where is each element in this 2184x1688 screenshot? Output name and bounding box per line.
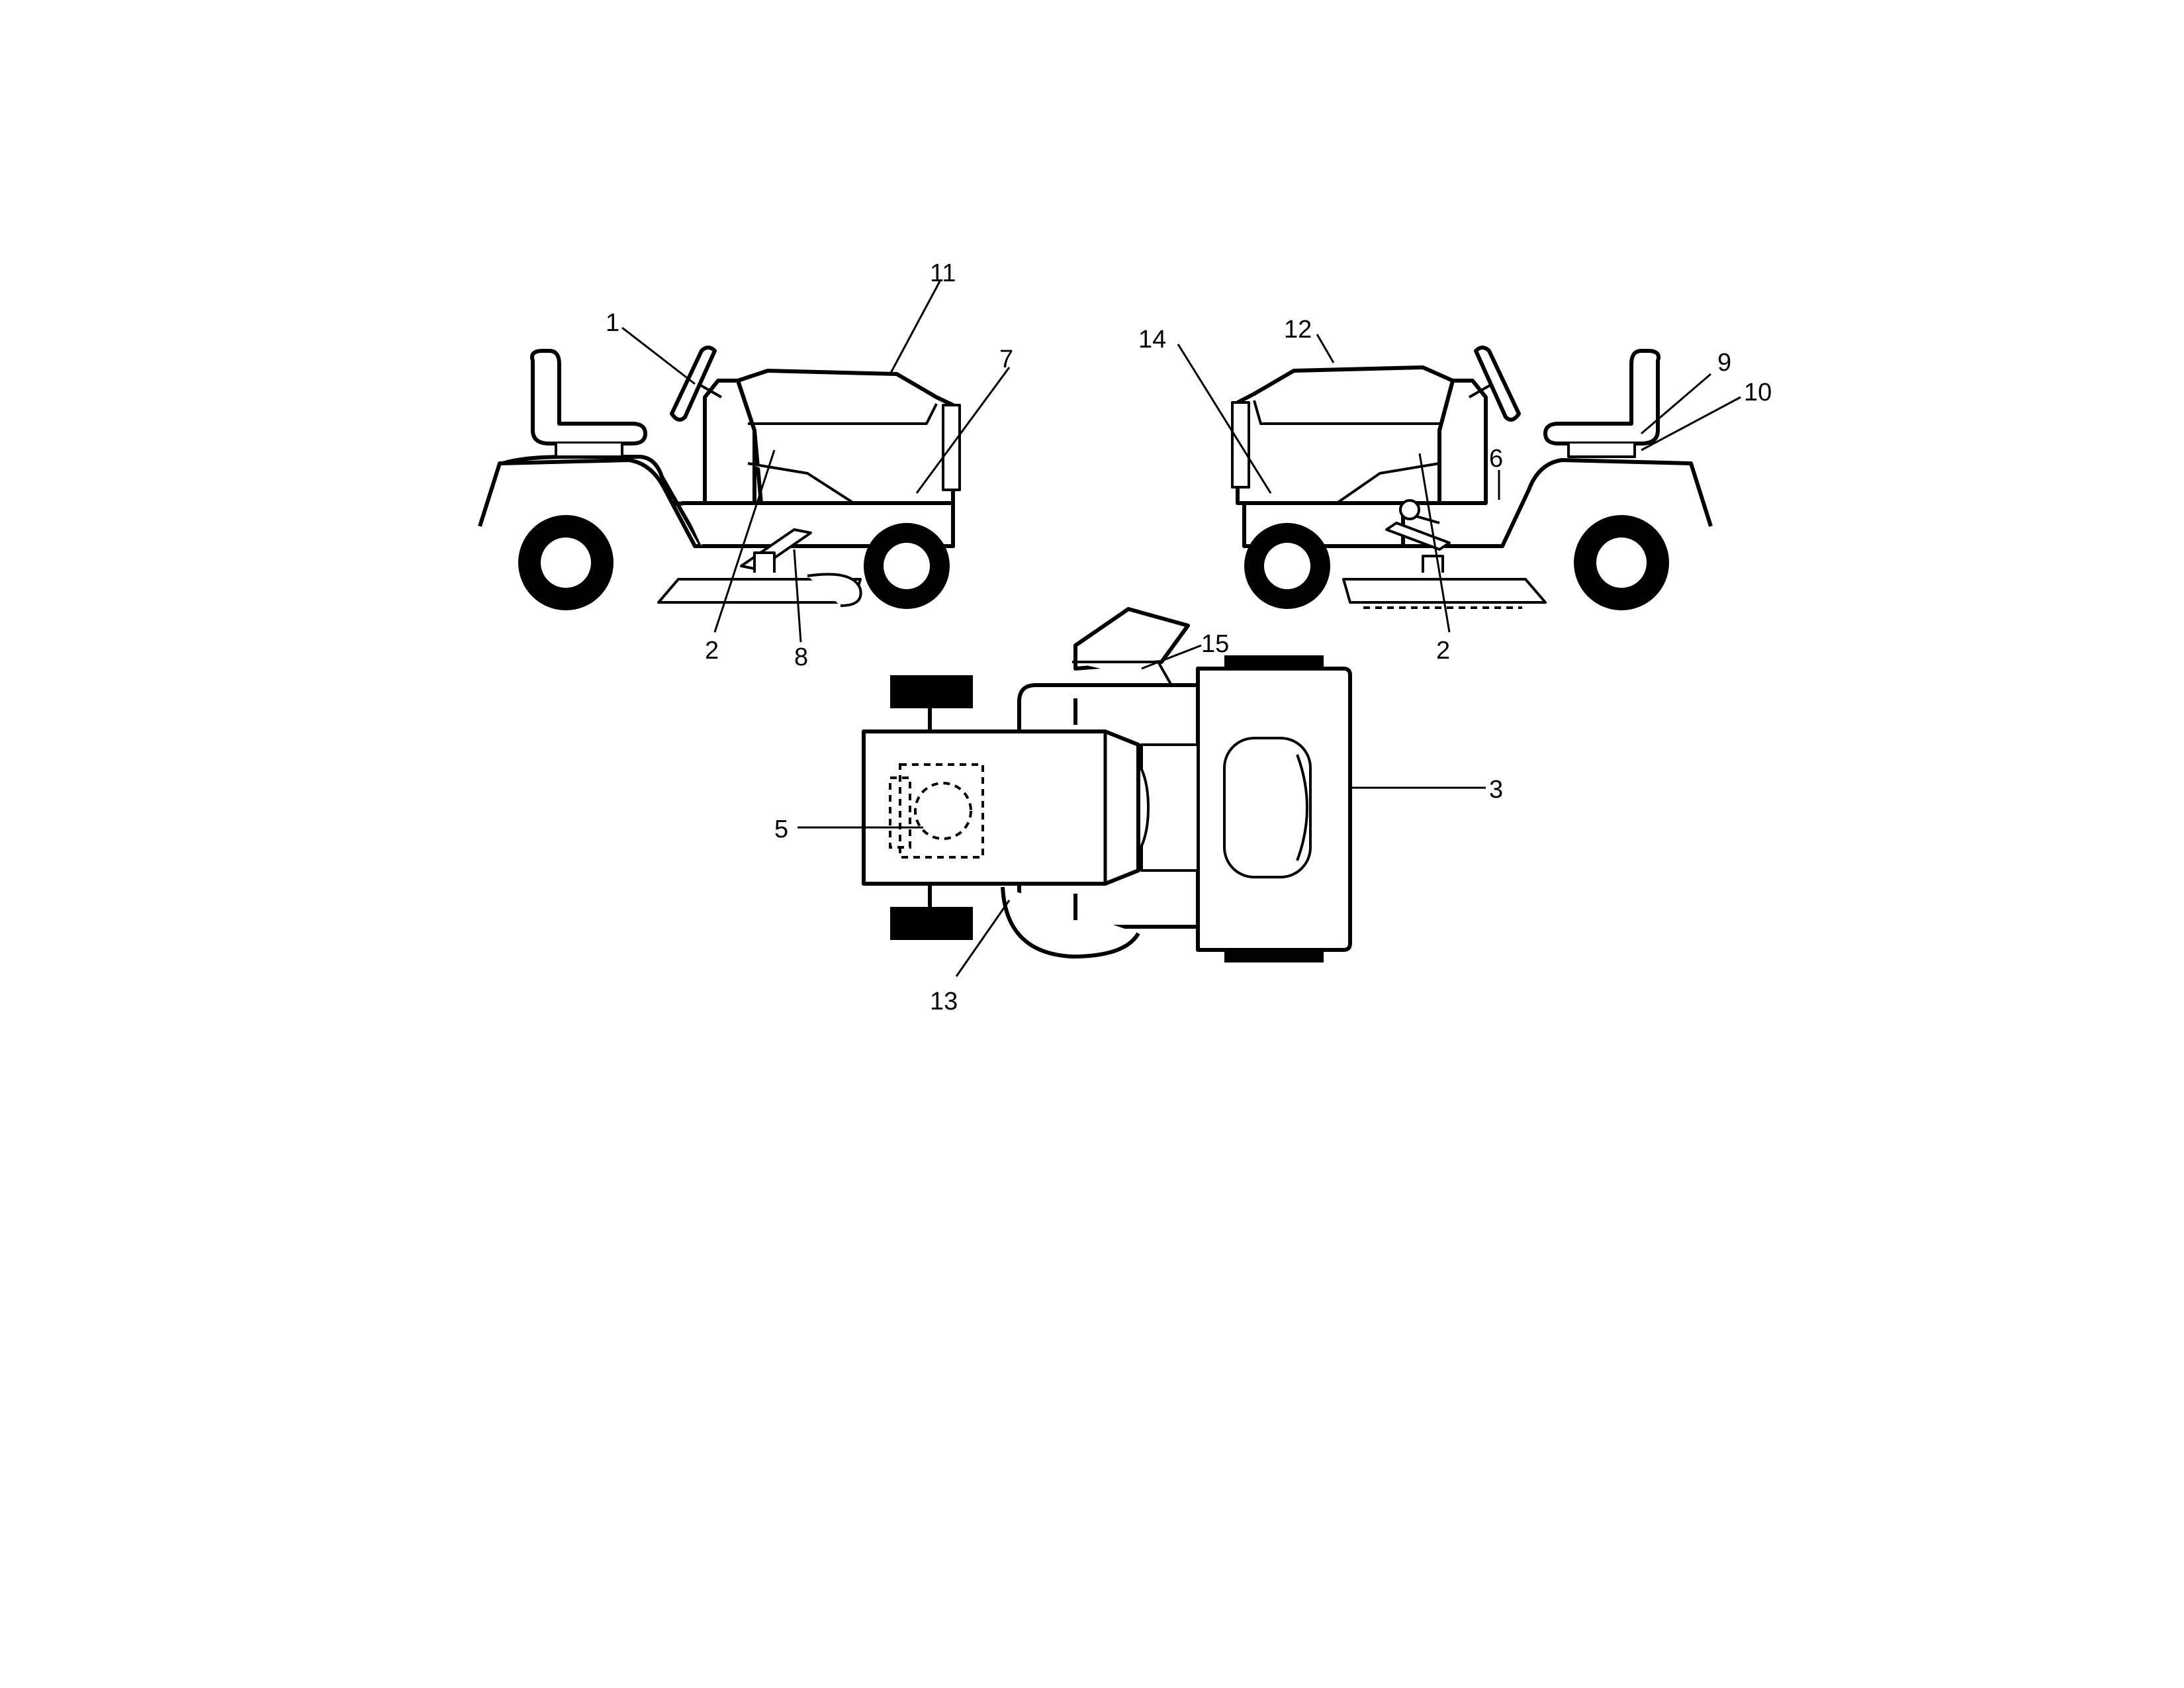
top-engine-flywheel bbox=[914, 782, 972, 840]
tractor-right-side-view bbox=[1231, 346, 1713, 610]
right-hood-line bbox=[1253, 400, 1439, 425]
left-hood-lower-panel bbox=[747, 462, 855, 504]
callout-15: 15 bbox=[1201, 630, 1229, 658]
callouts: 1 11 7 2 8 14 12 6 9 10 2 15 3 5 13 bbox=[606, 259, 1772, 1015]
right-rear-hub bbox=[1596, 538, 1647, 588]
right-hood bbox=[1236, 365, 1455, 505]
callout-12: 12 bbox=[1284, 316, 1312, 344]
leader-14 bbox=[1177, 344, 1272, 494]
right-front-hub bbox=[1264, 543, 1310, 589]
left-seat-base bbox=[555, 444, 623, 458]
right-grille bbox=[1231, 401, 1250, 489]
leader-1 bbox=[621, 326, 696, 385]
left-deck-cord bbox=[807, 573, 862, 607]
callout-14: 14 bbox=[1138, 326, 1166, 353]
callout-3: 3 bbox=[1489, 776, 1503, 804]
leader-10 bbox=[1641, 396, 1741, 451]
callout-11: 11 bbox=[930, 259, 956, 287]
right-lift-knob bbox=[1399, 499, 1420, 520]
leader-13 bbox=[955, 900, 1011, 977]
left-deck-bracket bbox=[753, 551, 776, 573]
top-engine-side bbox=[889, 776, 911, 849]
right-hood-lower-panel bbox=[1336, 462, 1440, 504]
top-front-tire-right bbox=[890, 907, 973, 940]
top-seat-back bbox=[1296, 754, 1308, 861]
right-lift-lever bbox=[1416, 515, 1440, 524]
left-front-hub bbox=[884, 543, 930, 589]
callout-2-right: 2 bbox=[1436, 637, 1450, 665]
right-seat-base bbox=[1567, 444, 1636, 458]
tractor-top-view bbox=[862, 607, 1352, 962]
top-seat bbox=[1223, 737, 1312, 878]
tractor-left-side-view bbox=[478, 346, 961, 610]
left-hood bbox=[736, 369, 955, 505]
leader-15 bbox=[1141, 644, 1202, 670]
callout-2-left: 2 bbox=[705, 637, 719, 665]
callout-10: 10 bbox=[1744, 379, 1772, 406]
left-rear-hub bbox=[541, 538, 591, 588]
leader-8 bbox=[793, 549, 802, 643]
leader-9 bbox=[1641, 373, 1711, 435]
top-hood bbox=[862, 729, 1140, 886]
left-seat bbox=[530, 349, 647, 445]
top-chute-base bbox=[1072, 661, 1173, 686]
leader-11 bbox=[889, 281, 941, 375]
callout-6: 6 bbox=[1489, 445, 1503, 473]
callout-7: 7 bbox=[999, 346, 1013, 373]
left-hood-line bbox=[748, 403, 938, 425]
top-front-tire-left bbox=[890, 675, 973, 708]
callout-5: 5 bbox=[774, 816, 788, 843]
left-steering-column bbox=[698, 383, 722, 399]
callout-13: 13 bbox=[930, 988, 958, 1015]
leader-2b bbox=[1418, 453, 1451, 633]
right-seat bbox=[1543, 349, 1661, 445]
leader-lines bbox=[621, 281, 1741, 977]
top-deck-lower-lobe bbox=[1001, 886, 1140, 959]
top-rear-tire-left bbox=[1224, 655, 1324, 670]
leader-2a bbox=[713, 449, 776, 633]
right-mower-deck bbox=[1342, 578, 1547, 604]
callout-9: 9 bbox=[1717, 349, 1731, 377]
leader-12 bbox=[1316, 334, 1335, 363]
right-steering-column bbox=[1469, 383, 1493, 399]
callout-1: 1 bbox=[606, 309, 619, 337]
top-center-column bbox=[1140, 743, 1199, 872]
callout-8: 8 bbox=[794, 643, 808, 671]
left-mower-deck bbox=[657, 578, 862, 604]
right-steering-wheel bbox=[1474, 346, 1521, 422]
top-rear-tire-right bbox=[1224, 948, 1324, 962]
top-engine-outline bbox=[899, 763, 984, 859]
top-discharge-chute bbox=[1073, 607, 1190, 671]
leader-7 bbox=[915, 367, 1011, 494]
